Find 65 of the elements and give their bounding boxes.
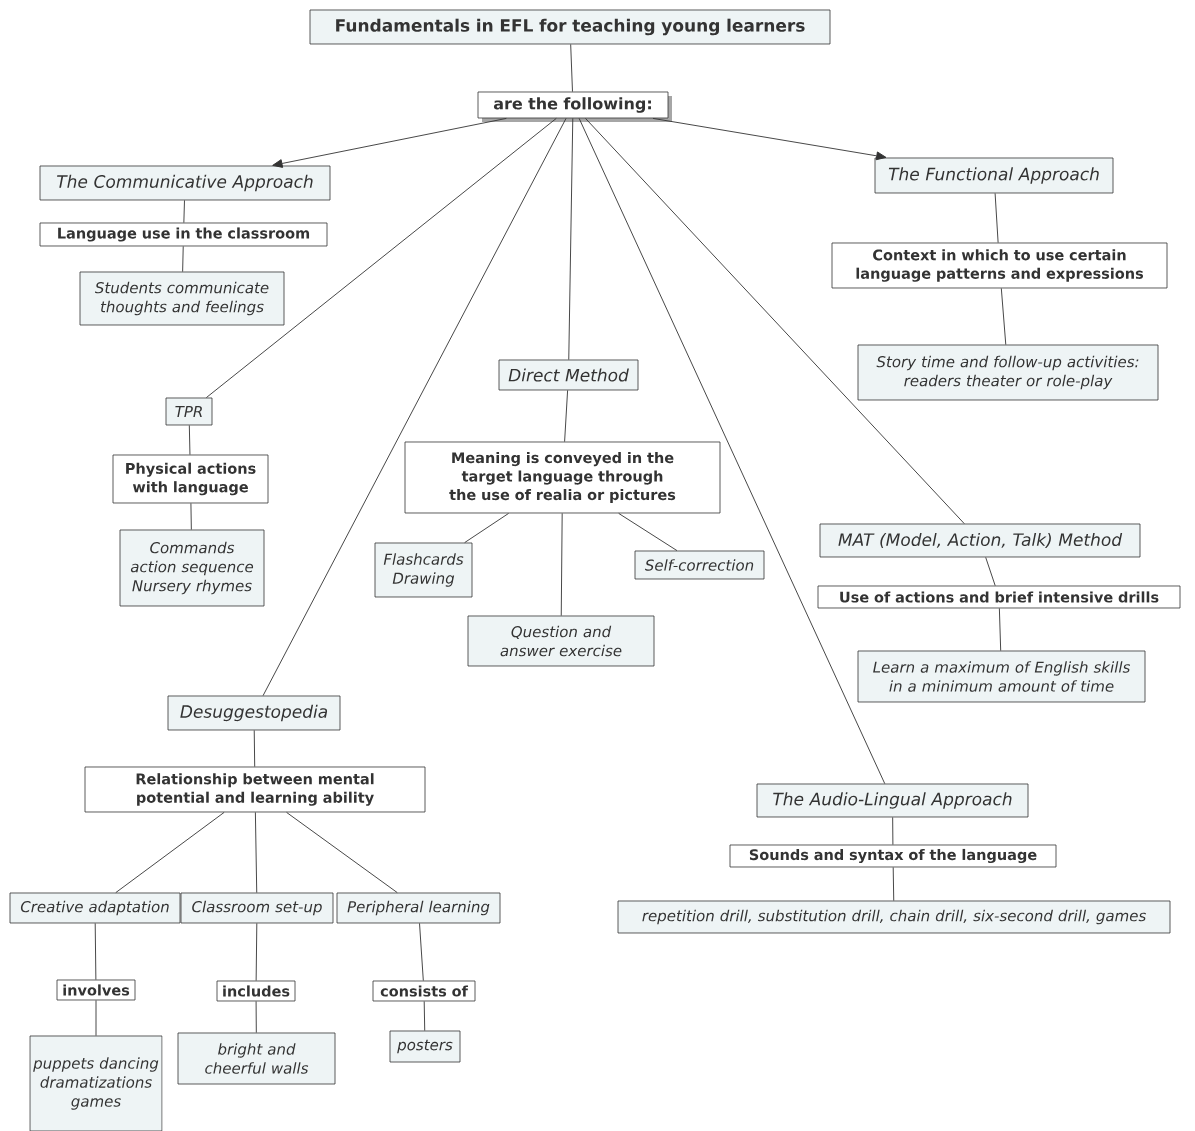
- linking-phrase-box: Use of actions and brief intensive drills: [817, 585, 1181, 609]
- connector-line: [94, 922, 97, 981]
- connector-line: [188, 424, 191, 456]
- linking-phrase-box: are the following:: [477, 91, 672, 122]
- linking-phrase-box: Physical actions with language: [112, 454, 269, 504]
- connector-line: [464, 512, 510, 544]
- concept-box: Peripheral learning: [336, 892, 501, 924]
- connector-line: [1000, 287, 1007, 346]
- connector-line: [286, 811, 398, 894]
- concept-box: Students communicate thoughts and feelings: [79, 271, 285, 326]
- concept-box: Question and answer exercise: [467, 615, 655, 667]
- title-box: Fundamentals in EFL for teaching young learners: [309, 9, 831, 45]
- connector-line: [998, 607, 1002, 652]
- concept-box: Learn a maximum of English skills in a minimum amount of time: [857, 650, 1146, 703]
- connector-line: [892, 816, 894, 846]
- connector-line: [190, 502, 192, 531]
- connector-line: [578, 117, 886, 785]
- concept-box: Flashcards Drawing: [374, 542, 473, 598]
- concept-box: MAT (Model, Action, Talk) Method: [819, 523, 1141, 558]
- connector-line: [419, 922, 424, 982]
- connector-line: [994, 192, 999, 244]
- concept-box: puppets dancing dramatizations games: [29, 1035, 163, 1131]
- concept-box: TPR: [165, 397, 213, 426]
- concept-box: Direct Method: [498, 359, 639, 391]
- connector-line: [560, 512, 563, 617]
- linking-phrase-box: Relationship between mental potential and learning ability: [84, 766, 426, 813]
- connector-line: [568, 117, 574, 361]
- concept-box: Desuggestopedia: [167, 695, 341, 731]
- concept-box: The Communicative Approach: [39, 165, 331, 201]
- linking-phrase-box: Meaning is conveyed in the target language through the use of realia or pictures: [404, 441, 721, 514]
- connector-line: [570, 43, 573, 93]
- arrow: [652, 117, 887, 161]
- connector-line: [255, 922, 258, 982]
- concept-box: bright and cheerful walls: [177, 1032, 336, 1085]
- concept-box: The Audio-Lingual Approach: [756, 783, 1029, 818]
- connector-line: [95, 999, 97, 1037]
- connector-line: [892, 866, 895, 902]
- connector-line: [423, 1000, 426, 1032]
- linking-phrase-box: consists of: [372, 980, 476, 1002]
- connector-line: [182, 245, 184, 273]
- concept-box: Creative adaptation: [9, 892, 181, 924]
- connector-line: [585, 117, 965, 525]
- concept-box: posters: [389, 1030, 461, 1063]
- connector-line: [255, 1000, 257, 1034]
- concept-box: Story time and follow-up activities: readers theater or role-play: [857, 344, 1159, 401]
- linking-phrase-box: Sounds and syntax of the language: [729, 844, 1057, 868]
- concept-box: Classroom set-up: [180, 892, 334, 924]
- connector-line: [183, 199, 185, 224]
- concept-box: repetition drill, substitution drill, chain drill, six-second drill, games: [617, 900, 1171, 934]
- concept-box: Self-correction: [634, 550, 765, 580]
- connector-line: [205, 117, 557, 399]
- connector-line: [254, 811, 258, 894]
- connector-line: [564, 389, 569, 443]
- linking-phrase-box: involves: [56, 979, 136, 1001]
- connector-line: [618, 512, 678, 552]
- connector-line: [115, 811, 225, 894]
- linking-phrase-box: Language use in the classroom: [39, 222, 328, 247]
- linking-phrase-box: Context in which to use certain language patterns and expressions: [831, 242, 1168, 289]
- arrow: [272, 117, 507, 168]
- connector-line: [262, 117, 567, 697]
- concept-box: The Functional Approach: [874, 157, 1114, 194]
- connector-line: [253, 729, 256, 768]
- connector-line: [985, 556, 996, 587]
- concept-box: Commands action sequence Nursery rhymes: [119, 529, 265, 607]
- linking-phrase-box: includes: [216, 980, 296, 1002]
